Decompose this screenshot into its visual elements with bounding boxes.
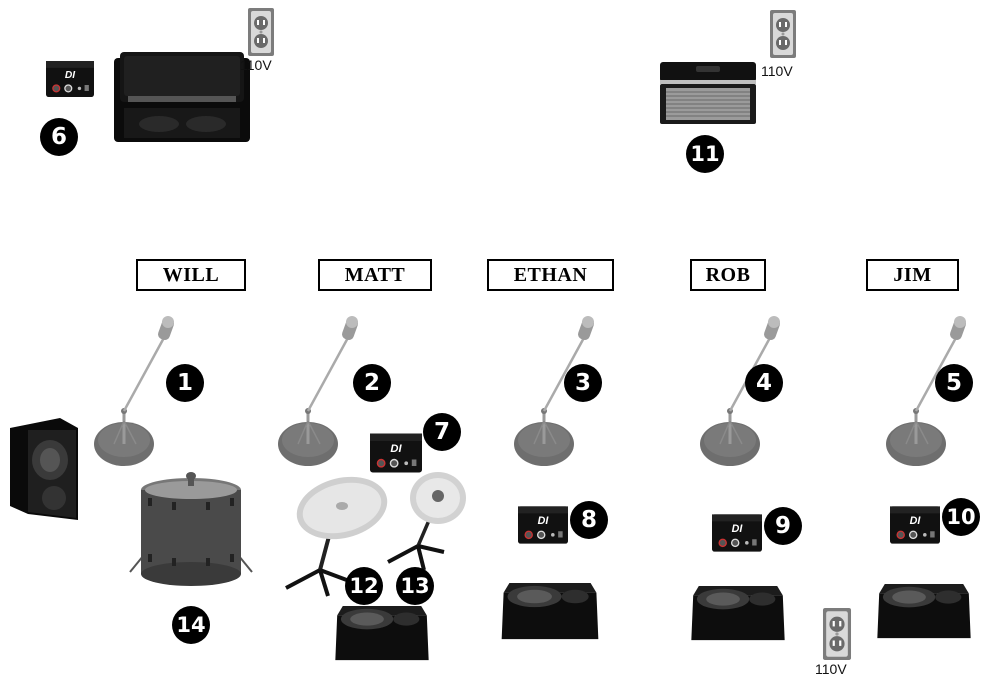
outlet-label: 110V xyxy=(761,63,793,79)
outlet-label: 110V xyxy=(815,661,847,677)
name-rob: ROB xyxy=(690,259,766,291)
wedge-monitor-icon xyxy=(498,583,602,641)
marker-1: 1 xyxy=(166,364,204,402)
marker-11: 11 xyxy=(686,135,724,173)
name-jim: JIM xyxy=(866,259,959,291)
amplifier-icon xyxy=(660,62,756,124)
marker-7: 7 xyxy=(423,413,461,451)
bass-drum-icon xyxy=(129,472,253,586)
marker-3: 3 xyxy=(564,364,602,402)
marker-8: 8 xyxy=(570,501,608,539)
name-will: WILL xyxy=(136,259,246,291)
marker-12: 12 xyxy=(345,567,383,605)
marker-4: 4 xyxy=(745,364,783,402)
cymbal-icon xyxy=(285,476,388,597)
marker-13: 13 xyxy=(396,567,434,605)
power-outlet-icon xyxy=(770,10,796,58)
di-box-icon xyxy=(890,504,940,546)
wedge-monitor-icon xyxy=(686,586,790,642)
speaker-cabinet-icon xyxy=(10,418,78,520)
name-ethan: ETHAN xyxy=(487,259,614,291)
power-outlet-icon xyxy=(822,608,852,660)
di-box-icon xyxy=(518,504,568,546)
marker-2: 2 xyxy=(353,364,391,402)
marker-14: 14 xyxy=(172,606,210,644)
marker-10: 10 xyxy=(942,498,980,536)
name-matt: MATT xyxy=(318,259,432,291)
power-outlet-icon xyxy=(248,8,274,56)
di-box-icon xyxy=(46,58,94,100)
wedge-monitor-icon xyxy=(872,584,976,640)
marker-9: 9 xyxy=(764,507,802,545)
outlet-label: 110V xyxy=(240,57,272,73)
marker-5: 5 xyxy=(935,364,973,402)
di-box-icon xyxy=(370,432,422,474)
marker-6: 6 xyxy=(40,118,78,156)
amplifier-icon xyxy=(114,52,250,142)
di-box-icon xyxy=(712,512,762,554)
wedge-monitor-icon xyxy=(330,606,434,662)
cymbal-icon xyxy=(387,472,466,571)
